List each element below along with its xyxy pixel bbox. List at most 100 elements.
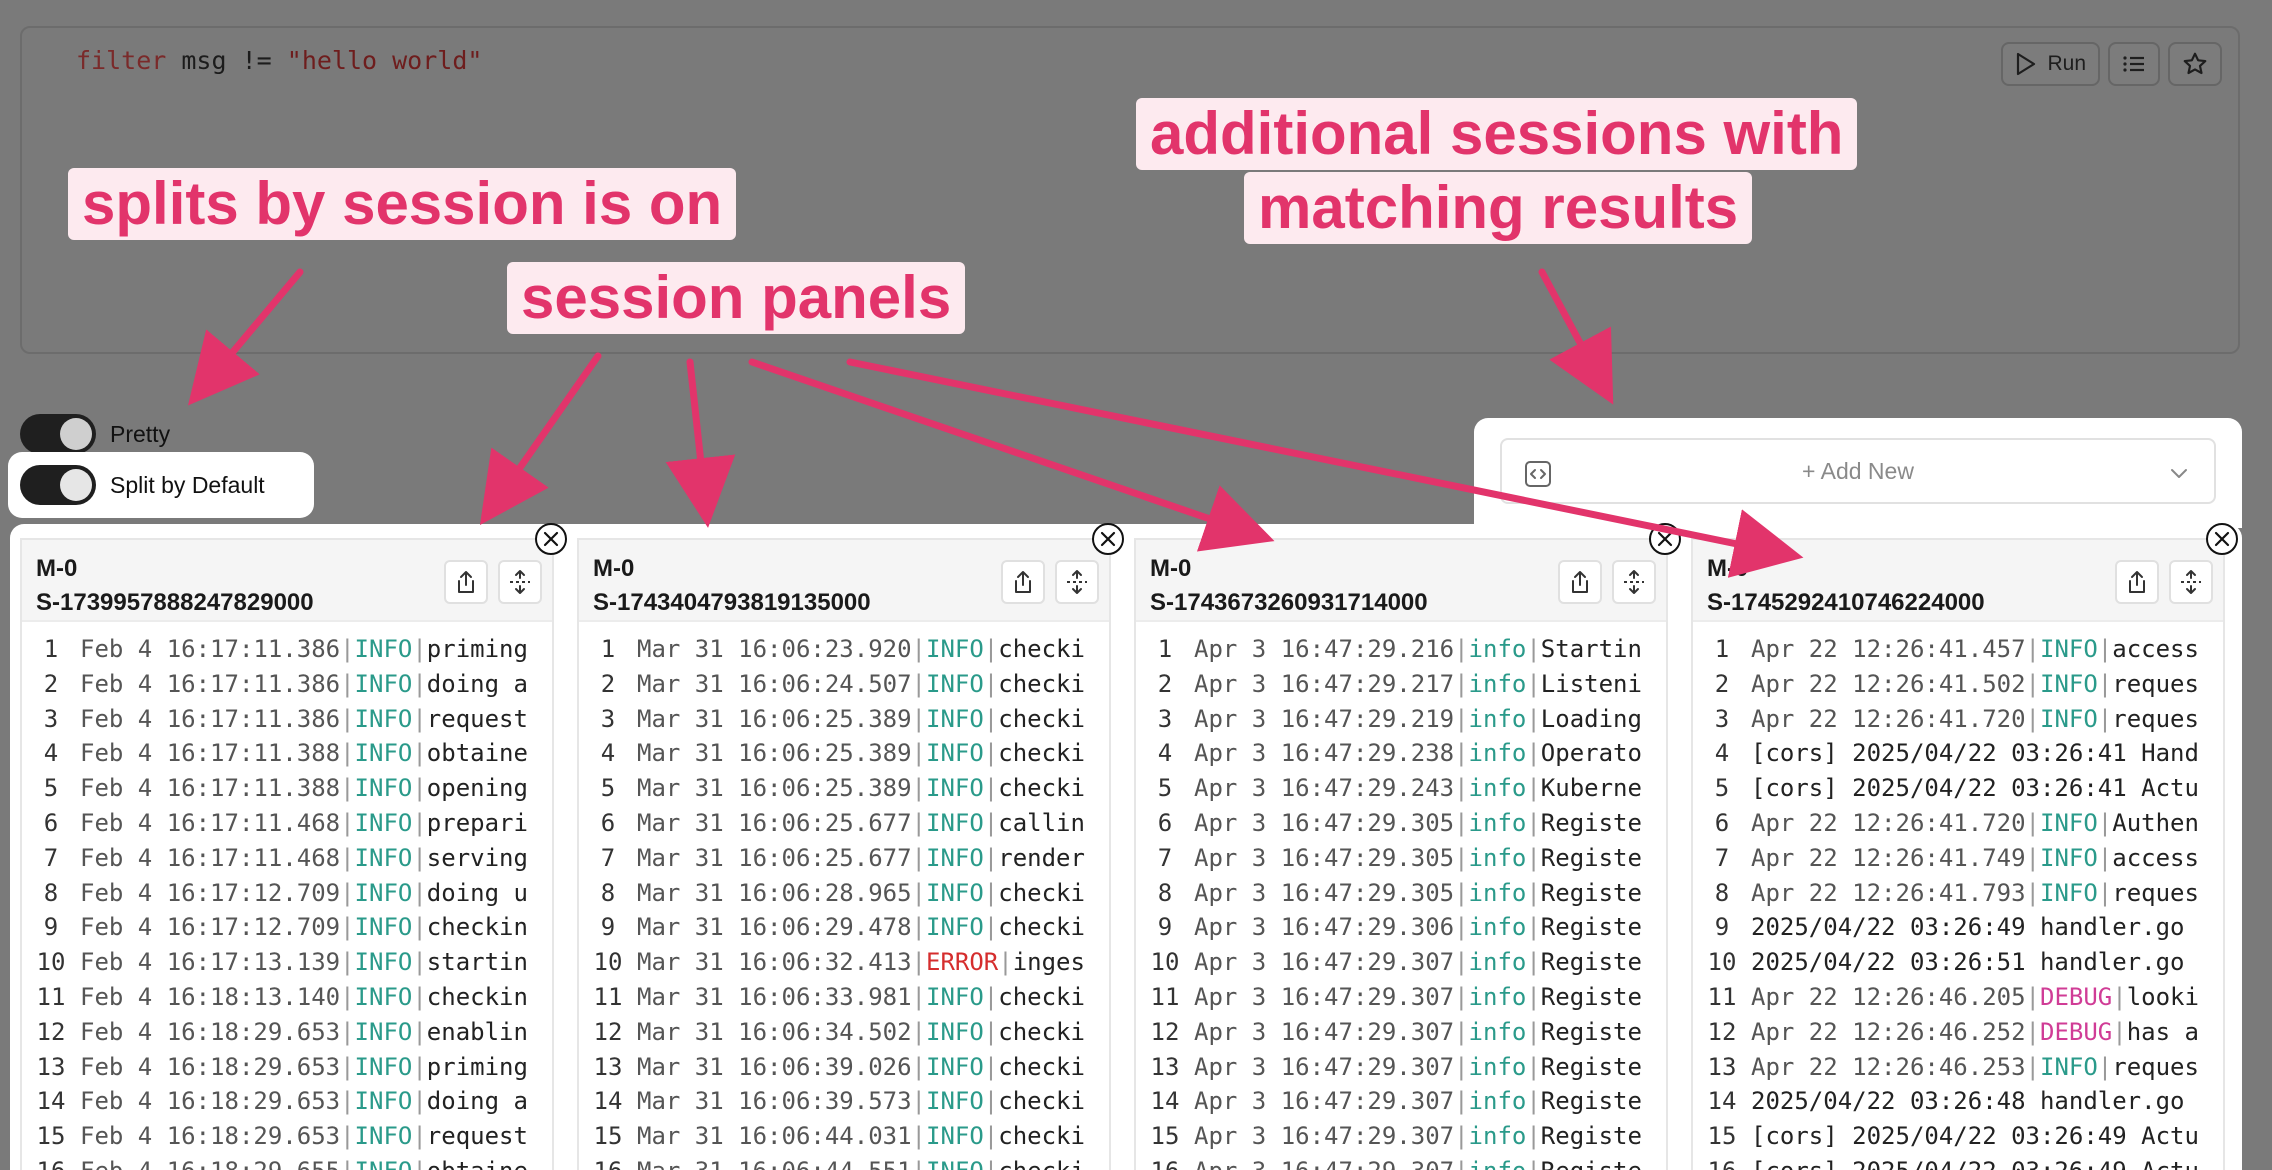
expand-button[interactable]: [2169, 560, 2213, 604]
log-row[interactable]: 16Feb 4 16:18:29.655|INFO|obtaine: [22, 1154, 552, 1170]
log-message: reques: [2112, 878, 2199, 907]
log-row[interactable]: 16Apr 3 16:47:29.307|info|Registe: [1136, 1154, 1666, 1170]
log-row[interactable]: 5[cors] 2025/04/22 03:26:41 Actu: [1693, 771, 2223, 806]
separator: |: [2025, 704, 2040, 733]
pretty-switch[interactable]: [20, 414, 96, 454]
annotation-panels: session panels: [507, 262, 966, 334]
split-switch[interactable]: [20, 465, 96, 505]
log-level: INFO: [354, 739, 413, 768]
log-timestamp: Apr 22 12:26:41.720: [1751, 808, 2026, 837]
log-level: INFO: [354, 1052, 413, 1081]
log-row[interactable]: 16Mar 31 16:06:44.551|INFO|checki: [579, 1154, 1109, 1170]
close-panel-button[interactable]: [1091, 522, 1125, 556]
share-button[interactable]: [1001, 560, 1045, 604]
expand-button[interactable]: [498, 560, 542, 604]
close-panel-button[interactable]: [2205, 522, 2239, 556]
run-button[interactable]: Run: [2001, 42, 2100, 86]
favorite-button[interactable]: [2168, 42, 2222, 86]
log-row[interactable]: 15[cors] 2025/04/22 03:26:49 Actu: [1693, 1119, 2223, 1154]
split-toggle-row[interactable]: Split by Default: [8, 452, 314, 518]
share-button[interactable]: [444, 560, 488, 604]
log-level: INFO: [354, 1017, 413, 1046]
expand-button[interactable]: [1612, 560, 1656, 604]
log-level: INFO: [926, 774, 984, 803]
panel-actions: [1001, 560, 1099, 604]
close-panel-button[interactable]: [1648, 522, 1682, 556]
separator: |: [911, 1087, 926, 1116]
log-message: doing a: [426, 1087, 528, 1116]
log-message: checki: [998, 1052, 1085, 1081]
list-button[interactable]: [2108, 42, 2160, 86]
close-panel-button[interactable]: [534, 522, 568, 556]
close-icon: [535, 523, 567, 555]
line-number: 9: [1157, 913, 1173, 942]
query-text[interactable]: filter msg != "hello world": [76, 46, 482, 75]
share-button[interactable]: [1558, 560, 1602, 604]
log-row[interactable]: 4[cors] 2025/04/22 03:26:41 Hand: [1693, 736, 2223, 771]
expand-button[interactable]: [1055, 560, 1099, 604]
add-new-select[interactable]: + Add New: [1500, 438, 2216, 504]
pretty-toggle-row[interactable]: Pretty: [20, 414, 170, 454]
share-button[interactable]: [2115, 560, 2159, 604]
log-row[interactable]: 16[cors] 2025/04/22 03:26:49 Actu: [1693, 1154, 2223, 1170]
log-message: looki: [2126, 982, 2199, 1011]
